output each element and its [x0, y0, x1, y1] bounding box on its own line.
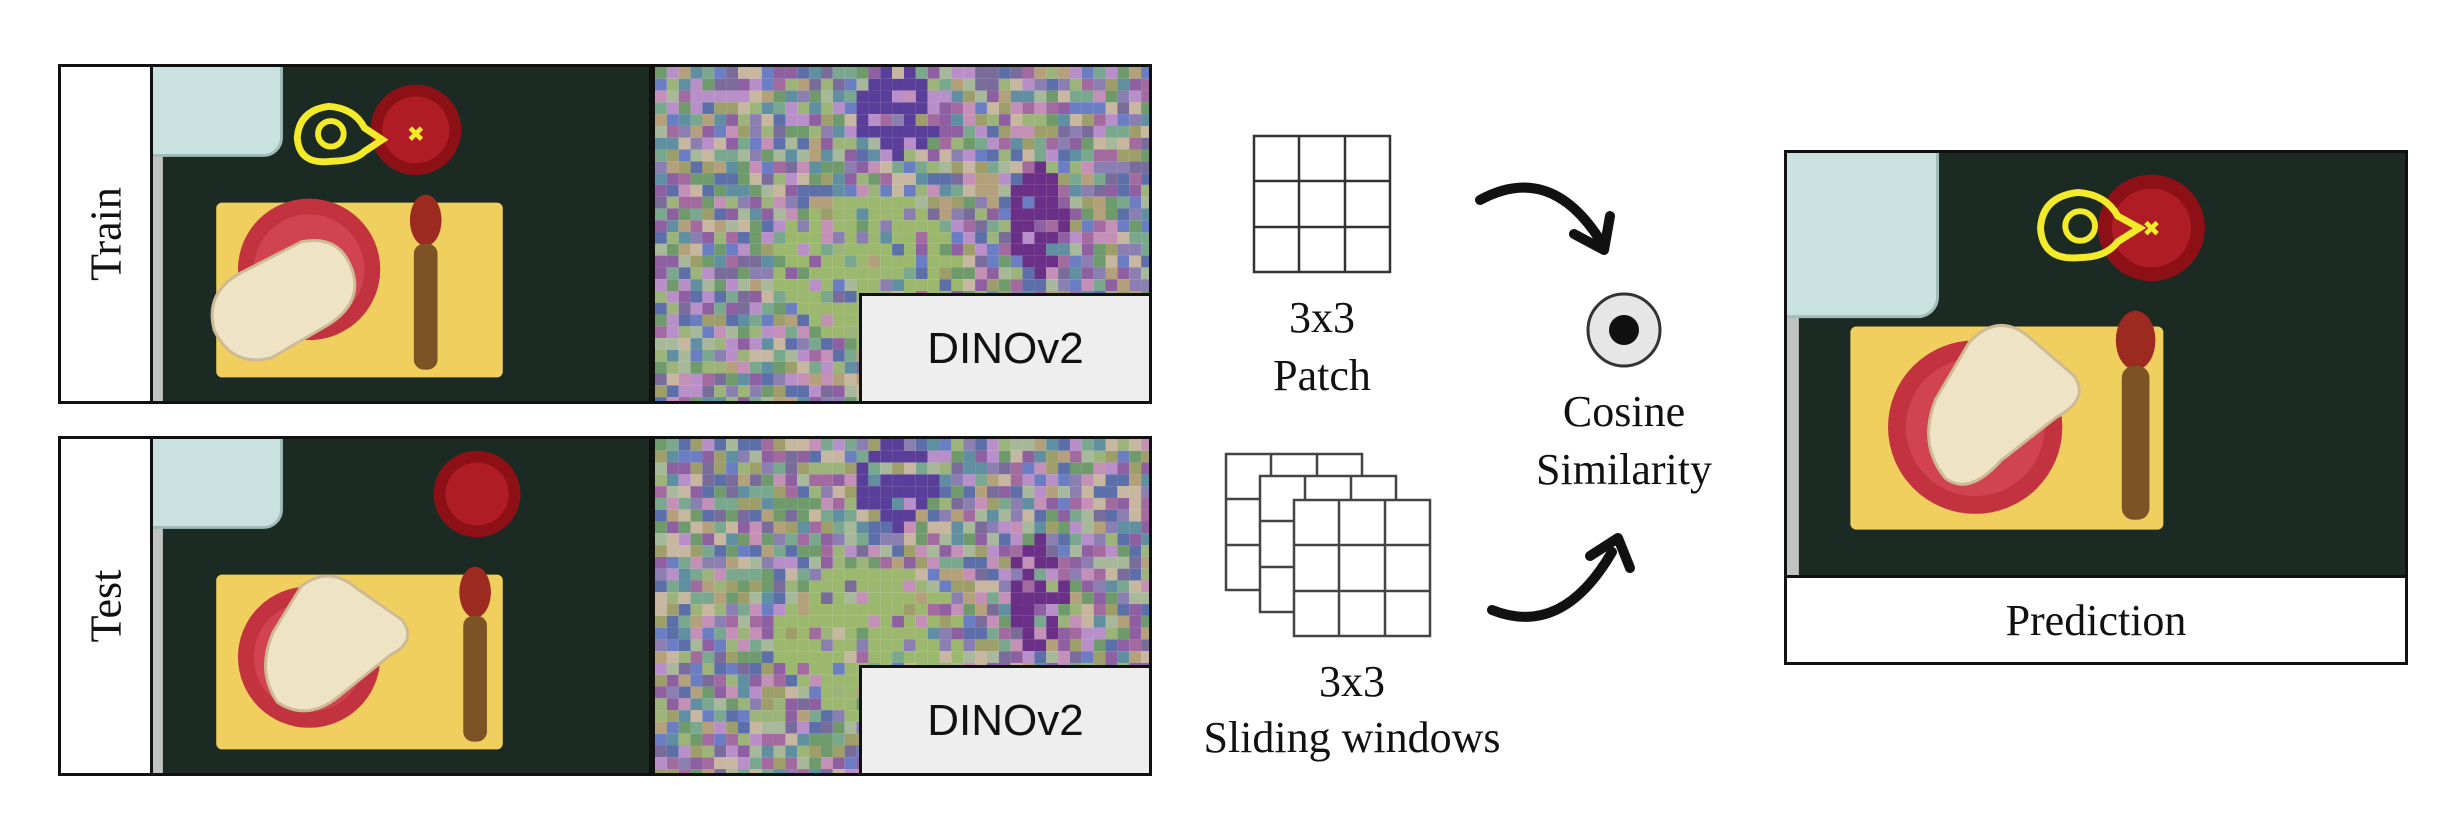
train-row-label: Train	[81, 187, 131, 281]
svg-text:✖: ✖	[2142, 217, 2160, 242]
svg-text:✖: ✖	[407, 123, 425, 148]
arrow-bottom-icon	[1487, 533, 1635, 622]
sliding-windows-icon	[1224, 452, 1432, 638]
train-image: ✖	[150, 64, 652, 404]
test-image	[150, 436, 652, 776]
train-model-label: DINOv2	[859, 293, 1149, 401]
predicted-point-marker: ✖	[2037, 188, 2161, 262]
train-row-label-box: Train	[58, 64, 154, 404]
prediction-scene: ✖	[1787, 153, 2405, 575]
patch-size-label: 3x3	[1289, 293, 1355, 342]
windows-size-label: 3x3	[1319, 657, 1385, 706]
cosine-similarity-icon	[1586, 292, 1662, 368]
test-feature-map: DINOv2	[652, 436, 1152, 776]
arrow-top-icon	[1475, 182, 1615, 255]
train-feature-map: DINOv2	[652, 64, 1152, 404]
train-feature-map-pixels	[655, 67, 1149, 401]
bread	[1927, 324, 2081, 486]
cosine-label-line1: Cosine	[1562, 387, 1686, 436]
patch-grid-icon	[1252, 134, 1392, 274]
prediction-image: ✖	[1784, 150, 2408, 578]
spoon	[459, 566, 491, 618]
test-row-label-box: Test	[58, 436, 154, 776]
cosine-label-line2: Similarity	[1536, 445, 1712, 494]
bread	[210, 239, 357, 362]
spoon	[409, 194, 442, 246]
test-scene	[153, 439, 649, 773]
contact-point-marker: ✖	[293, 102, 425, 166]
tray	[153, 439, 283, 529]
tray	[153, 67, 283, 157]
prediction-label: Prediction	[1784, 575, 2408, 665]
patch-name-label: Patch	[1273, 351, 1371, 400]
test-model-label: DINOv2	[859, 665, 1149, 773]
spoon	[2115, 310, 2156, 370]
windows-name-label: Sliding windows	[1203, 713, 1501, 762]
train-scene: ✖	[153, 67, 649, 401]
test-row-label: Test	[81, 569, 131, 643]
tray	[1787, 153, 1940, 319]
bread	[264, 574, 410, 713]
